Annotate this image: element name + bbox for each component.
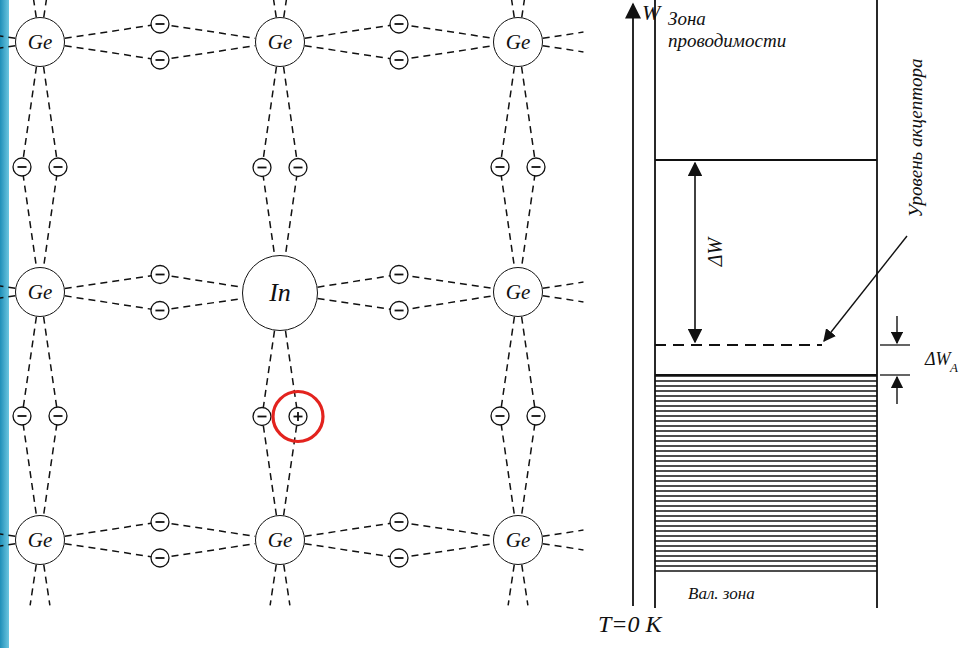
electron-symbol [491, 407, 509, 425]
band-label: ΔW [925, 349, 951, 370]
gap-arrow [694, 163, 696, 342]
bond-stub [284, 0, 290, 17]
electron-symbol [390, 51, 408, 69]
dimension-arrow [896, 316, 897, 343]
electron-symbol [527, 407, 545, 425]
bond-stub [508, 0, 514, 17]
lattice-atom: Ge [493, 267, 543, 317]
band-label: T=0 K [598, 611, 662, 639]
dimension-arrow [896, 377, 897, 404]
bond-stub [0, 530, 15, 536]
hole-highlight [273, 392, 323, 442]
bond-stub [30, 0, 36, 17]
energy-axis [632, 4, 634, 606]
band-label: A [950, 361, 958, 376]
tick-line [880, 344, 910, 345]
bond-stub [522, 565, 528, 606]
electron-symbol [390, 513, 408, 531]
electron-symbol [13, 158, 31, 176]
bond-stub [508, 565, 514, 606]
atom-symbol: Ge [506, 32, 531, 53]
lattice-atom: Ge [15, 267, 65, 317]
bond-stub [0, 296, 15, 302]
electron-symbol [491, 158, 509, 176]
electron-symbol [49, 407, 67, 425]
electron-symbol [289, 159, 307, 177]
lattice-atom: Ge [255, 515, 305, 565]
atom-symbol: Ge [506, 282, 531, 303]
acceptor-level [655, 344, 822, 346]
bond-stub [0, 32, 15, 38]
electron-symbol [151, 266, 169, 284]
atom-symbol: Ge [268, 32, 293, 53]
electron-symbol [390, 266, 408, 284]
lattice-atom: Ge [493, 515, 543, 565]
bond-stub [270, 565, 276, 606]
electron-symbol [49, 158, 67, 176]
electron-symbol [527, 158, 545, 176]
electron-symbol [151, 301, 169, 319]
hole-symbol [289, 408, 307, 426]
electron-symbol [390, 549, 408, 567]
bond-stub [543, 32, 584, 38]
bond-stub [543, 282, 584, 288]
electron-symbol [151, 15, 169, 33]
bond-stub [543, 46, 584, 52]
bond-stub [543, 530, 584, 536]
band-label: Вал. зона [688, 584, 755, 604]
slide-strip [0, 0, 9, 648]
bond-stub [270, 0, 276, 17]
conduction-band-edge [655, 159, 877, 161]
bond-stub [44, 565, 50, 606]
atom-symbol: In [269, 280, 291, 306]
atom-symbol: Ge [28, 530, 53, 551]
lattice-atom: Ge [255, 17, 305, 67]
lattice-atom: Ge [15, 17, 65, 67]
bond-stub [44, 0, 50, 17]
atom-symbol: Ge [28, 282, 53, 303]
bond-stub [0, 282, 15, 288]
lattice-atom: Ge [15, 515, 65, 565]
electron-symbol [253, 159, 271, 177]
band-label: W [642, 0, 660, 25]
bond-stub [30, 565, 36, 606]
bond-stub [543, 296, 584, 302]
bond-stub [522, 0, 528, 17]
band-label: Зона проводимости [668, 8, 798, 52]
valence-band-hatching [655, 375, 877, 575]
atom-symbol: Ge [28, 32, 53, 53]
valence-band-edge [655, 374, 877, 376]
atom-symbol: Ge [268, 530, 293, 551]
electron-symbol [151, 513, 169, 531]
electron-symbol [390, 301, 408, 319]
tick-line [880, 374, 910, 375]
bond-stub [543, 544, 584, 550]
impurity-atom: In [242, 255, 318, 331]
bond-stub [0, 544, 15, 550]
electron-symbol [151, 549, 169, 567]
electron-symbol [390, 15, 408, 33]
lattice-atom: Ge [493, 17, 543, 67]
electron-symbol [151, 51, 169, 69]
bond-stub [284, 565, 290, 606]
rotated-label: Уровень акцептора [905, 58, 927, 217]
electron-symbol [13, 407, 31, 425]
bond-stub [0, 46, 15, 52]
leader-arrow [824, 236, 907, 341]
rotated-label: ΔW [704, 238, 727, 266]
electron-symbol [253, 408, 271, 426]
atom-symbol: Ge [506, 530, 531, 551]
